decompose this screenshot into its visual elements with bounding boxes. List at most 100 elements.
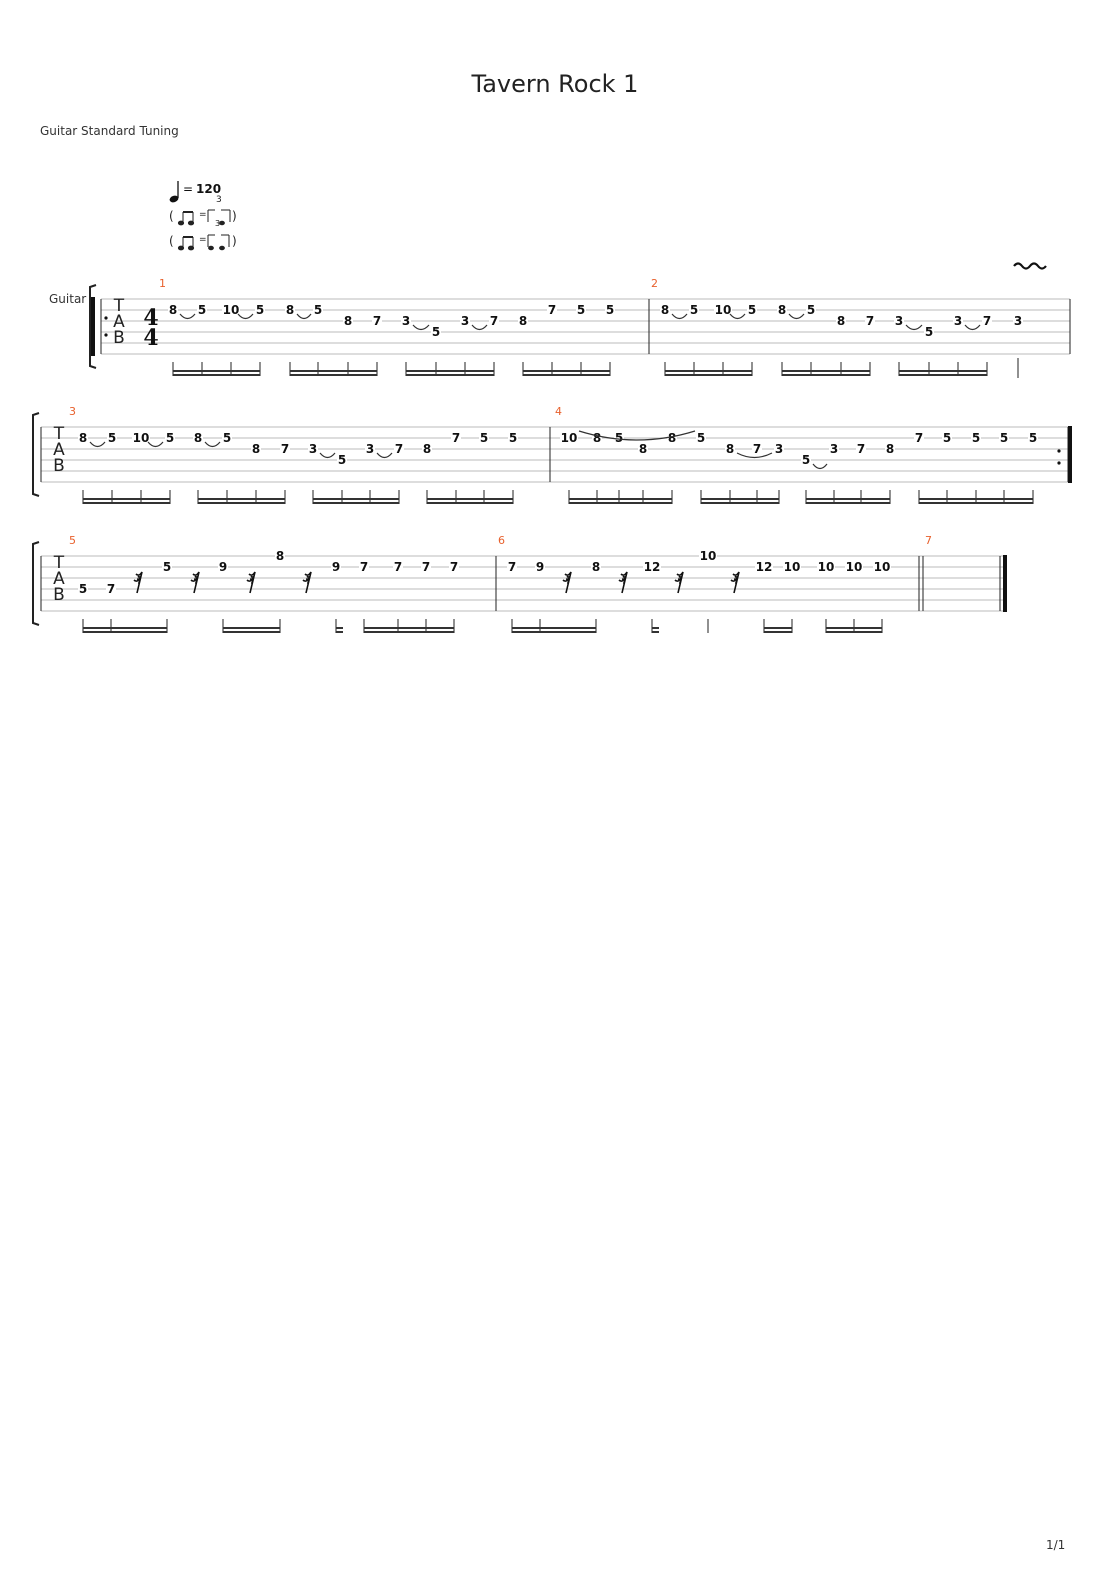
fret-background [801,453,811,465]
fret-number: 8 [593,431,601,445]
fret-background [806,303,816,315]
fret-number: 7 [490,314,498,328]
tie-arc [671,313,688,320]
fret-background [560,431,578,443]
quarter-note-icon [169,195,179,203]
note-beam [290,374,377,376]
fret-number: 5 [166,431,174,445]
fret-background [638,442,648,454]
fret-number: 5 [432,325,440,339]
system-brace [32,541,40,626]
tab-clef-letter: B [53,456,65,476]
note-beam [290,370,377,372]
measure-number: 6 [498,534,505,547]
tie-arc [376,452,393,459]
fret-number: 7 [452,431,460,445]
note-beam [782,370,870,372]
fret-background [162,560,172,572]
fret-number: 7 [753,442,761,456]
measure-number: 5 [69,534,76,547]
fret-number: 5 [256,303,264,317]
fret-background [829,442,839,454]
fret-number: 8 [286,303,294,317]
svg-text:=: = [199,235,207,245]
note-beam [826,631,882,633]
fret-background [222,431,232,443]
tie-arc [812,463,828,470]
fret-number: 10 [784,560,801,574]
repeat-dot [104,333,108,337]
fret-number: 8 [778,303,786,317]
rest-glyph [133,571,143,594]
note-beam [806,502,890,504]
fret-background [660,303,670,315]
fret-background [193,431,203,443]
note-beam [899,374,987,376]
fret-number: 8 [252,442,260,456]
fret-number: 3 [895,314,903,328]
fret-background [337,453,347,465]
fret-background [168,303,178,315]
rest-glyph [730,571,740,594]
fret-number: 5 [223,431,231,445]
fret-number: 3 [1014,314,1022,328]
fret-background [689,303,699,315]
fret-background [308,442,318,454]
fret-number: 7 [857,442,865,456]
fret-background [313,303,323,315]
fret-background [489,314,499,326]
time-signature-bottom: 4 [143,325,158,351]
note-beam [173,370,260,372]
fret-number: 8 [726,442,734,456]
note-beam [806,498,890,500]
fret-background [222,303,240,315]
note-beam [406,374,494,376]
fret-number: 5 [802,453,810,467]
fret-background [752,442,762,454]
tab-clef-letter: A [53,440,65,460]
fret-background [576,303,586,315]
fret-background [591,560,601,572]
measure-number: 3 [69,405,76,418]
fret-number: 8 [79,431,87,445]
fret-number: 5 [1029,431,1037,445]
note-beam [83,498,170,500]
measure-number: 7 [925,534,932,547]
fret-number: 5 [748,303,756,317]
tab-clef-letter: A [53,569,65,589]
note-beam [569,502,672,504]
note-beam [919,498,1033,500]
rest-glyph [562,571,572,594]
fret-background [865,314,875,326]
fret-number: 12 [644,560,661,574]
instrument-label: Guitar [49,292,86,306]
note-beam [313,498,399,500]
fret-number: 3 [402,314,410,328]
fret-background [699,549,717,561]
fret-background [372,314,382,326]
fret-number: 7 [548,303,556,317]
fret-number: 10 [700,549,717,563]
fret-background [535,560,545,572]
tie-arc [89,441,106,448]
fret-number: 10 [846,560,863,574]
fret-background [451,431,461,443]
fret-background [331,560,341,572]
fret-background [914,431,924,443]
rest-glyph [302,571,312,594]
fret-background [856,442,866,454]
tempo-marking: = 120 [169,181,221,203]
note-beam [665,370,752,372]
fret-number: 8 [423,442,431,456]
note-beam [313,502,399,504]
fret-number: 5 [943,431,951,445]
repeat-dot [104,316,108,320]
fret-background [343,314,353,326]
svg-text:(: ( [169,234,174,248]
fret-background [885,442,895,454]
